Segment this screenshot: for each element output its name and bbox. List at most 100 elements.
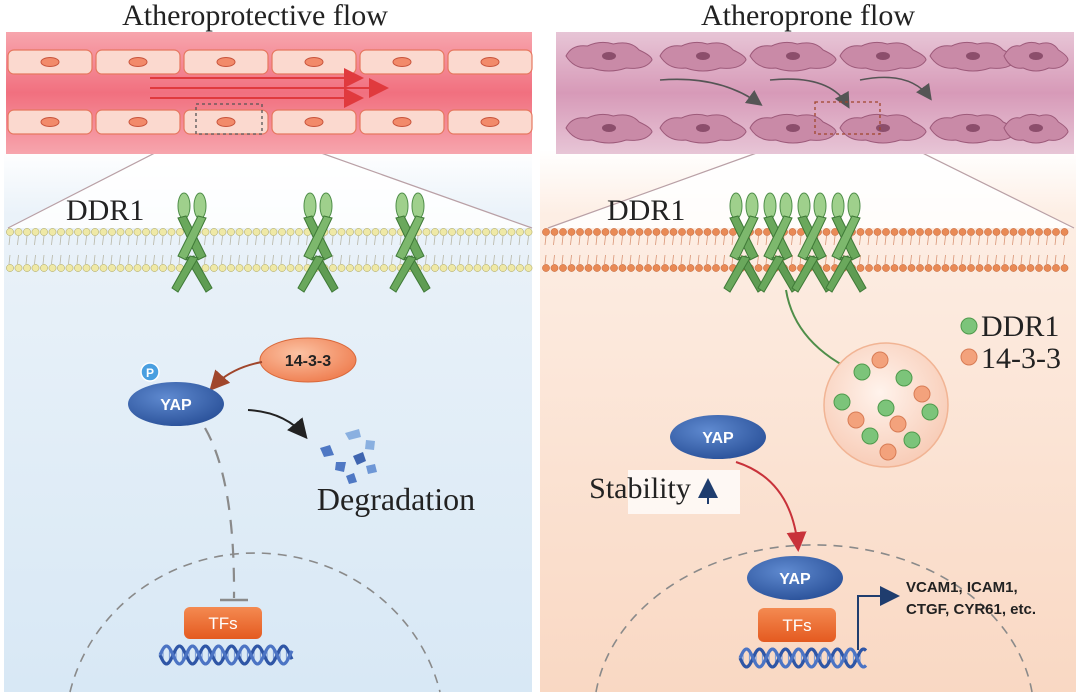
lipid-tail bbox=[119, 254, 121, 265]
lipid-head bbox=[74, 228, 82, 236]
lipid-head bbox=[235, 264, 244, 272]
lipid-tail bbox=[127, 254, 130, 265]
cell-nucleus bbox=[1029, 124, 1043, 132]
lipid-head bbox=[669, 264, 678, 272]
lipid-head bbox=[712, 228, 720, 236]
lipid-tail bbox=[927, 235, 929, 246]
lipid-tail bbox=[1012, 235, 1014, 246]
lipid-tail bbox=[68, 235, 70, 246]
lipid-tail bbox=[255, 235, 257, 246]
receptor-domain bbox=[193, 192, 207, 220]
lipid-tail bbox=[297, 254, 300, 265]
lipid-head bbox=[950, 228, 958, 236]
lipid-tail bbox=[178, 235, 181, 246]
lipid-tail bbox=[757, 235, 759, 246]
fragment bbox=[346, 473, 357, 484]
laminar-flow-arrows bbox=[150, 68, 389, 108]
lipid-head bbox=[1052, 228, 1060, 236]
lipid-head bbox=[31, 228, 40, 236]
lipid-tail bbox=[68, 254, 70, 265]
nuclear-translocation-arrow bbox=[735, 461, 807, 552]
lipid-tail bbox=[229, 235, 232, 246]
lipid-tail bbox=[714, 254, 717, 265]
lipid-head bbox=[456, 228, 465, 236]
lipid-head bbox=[992, 264, 1001, 272]
lipid-head bbox=[678, 228, 686, 236]
lipid-tail bbox=[25, 235, 28, 246]
receptor-arm bbox=[729, 215, 759, 261]
lipid-head bbox=[584, 264, 593, 272]
lipid-tail bbox=[527, 235, 529, 246]
lipid-head bbox=[295, 264, 303, 272]
lipid-head bbox=[439, 228, 448, 236]
lipid-head bbox=[371, 228, 380, 236]
cell-nucleus bbox=[786, 124, 800, 132]
lipid-head bbox=[618, 264, 627, 272]
lipid-tail bbox=[25, 254, 28, 265]
lipid-head bbox=[542, 228, 550, 236]
lipid-head bbox=[1043, 228, 1052, 236]
lipid-head bbox=[507, 264, 516, 272]
lipid-head bbox=[57, 228, 65, 236]
lipid-head bbox=[57, 264, 65, 272]
lipid-head bbox=[448, 264, 456, 272]
lipid-head bbox=[524, 228, 533, 236]
degradation-label: Degradation bbox=[317, 481, 475, 517]
lipid-head bbox=[1043, 264, 1052, 272]
lipid-head bbox=[984, 228, 992, 236]
lipid-tail bbox=[697, 254, 700, 265]
lipid-tail bbox=[1063, 235, 1065, 246]
disturbed-flow-arrows bbox=[659, 76, 932, 109]
lipid-tail bbox=[170, 254, 172, 265]
lipid-head bbox=[261, 264, 269, 272]
lipid-tail bbox=[365, 235, 368, 246]
target-genes-line-2: CTGF, CYR61, etc. bbox=[906, 601, 1036, 618]
left-ddr1-receptors bbox=[171, 192, 431, 293]
lipid-tail bbox=[476, 235, 478, 246]
lipid-tail bbox=[655, 254, 657, 265]
lipid-tail bbox=[544, 235, 547, 246]
flow-arrow bbox=[659, 78, 763, 106]
cell-nucleus bbox=[480, 117, 500, 127]
lipid-tail bbox=[621, 254, 623, 265]
receptor-tail bbox=[297, 255, 325, 293]
lipid-head bbox=[559, 228, 567, 236]
lipid-head bbox=[65, 264, 74, 272]
lipid-tail bbox=[280, 235, 283, 246]
legend-14-3-3-swatch bbox=[960, 348, 978, 366]
lipid-tail bbox=[382, 235, 385, 246]
lipid-tail bbox=[442, 254, 444, 265]
lipid-head bbox=[899, 264, 907, 272]
lipid-tail bbox=[799, 235, 802, 246]
lipid-head bbox=[490, 228, 499, 236]
lipid-tail bbox=[893, 254, 895, 265]
lipid-head bbox=[967, 264, 975, 272]
lipid-tail bbox=[969, 254, 972, 265]
lipid-head bbox=[380, 228, 388, 236]
ddr1-dot bbox=[921, 403, 939, 421]
fragment bbox=[335, 462, 346, 472]
lipid-tail bbox=[85, 235, 87, 246]
lipid-tail bbox=[484, 254, 487, 265]
lipid-tail bbox=[391, 254, 393, 265]
lipid-head bbox=[82, 264, 91, 272]
receptor-arm bbox=[831, 215, 861, 261]
receptor-tail bbox=[757, 255, 785, 293]
lipid-head bbox=[703, 264, 712, 272]
lipid-tail bbox=[42, 235, 45, 246]
lipid-head bbox=[125, 228, 133, 236]
lipid-head bbox=[1001, 228, 1009, 236]
lipid-tail bbox=[825, 254, 827, 265]
fragment bbox=[353, 452, 366, 465]
left-zoom-box bbox=[195, 103, 263, 135]
lipid-head bbox=[992, 228, 1001, 236]
14-3-3-dot bbox=[871, 351, 889, 369]
receptor-domain bbox=[729, 192, 743, 220]
lipid-tail bbox=[969, 235, 972, 246]
lipid-head bbox=[431, 228, 439, 236]
lipid-tail bbox=[76, 235, 79, 246]
lipid-head bbox=[627, 228, 635, 236]
left-tf-box bbox=[184, 607, 262, 639]
lipid-tail bbox=[612, 254, 615, 265]
lipid-tail bbox=[1020, 235, 1023, 246]
